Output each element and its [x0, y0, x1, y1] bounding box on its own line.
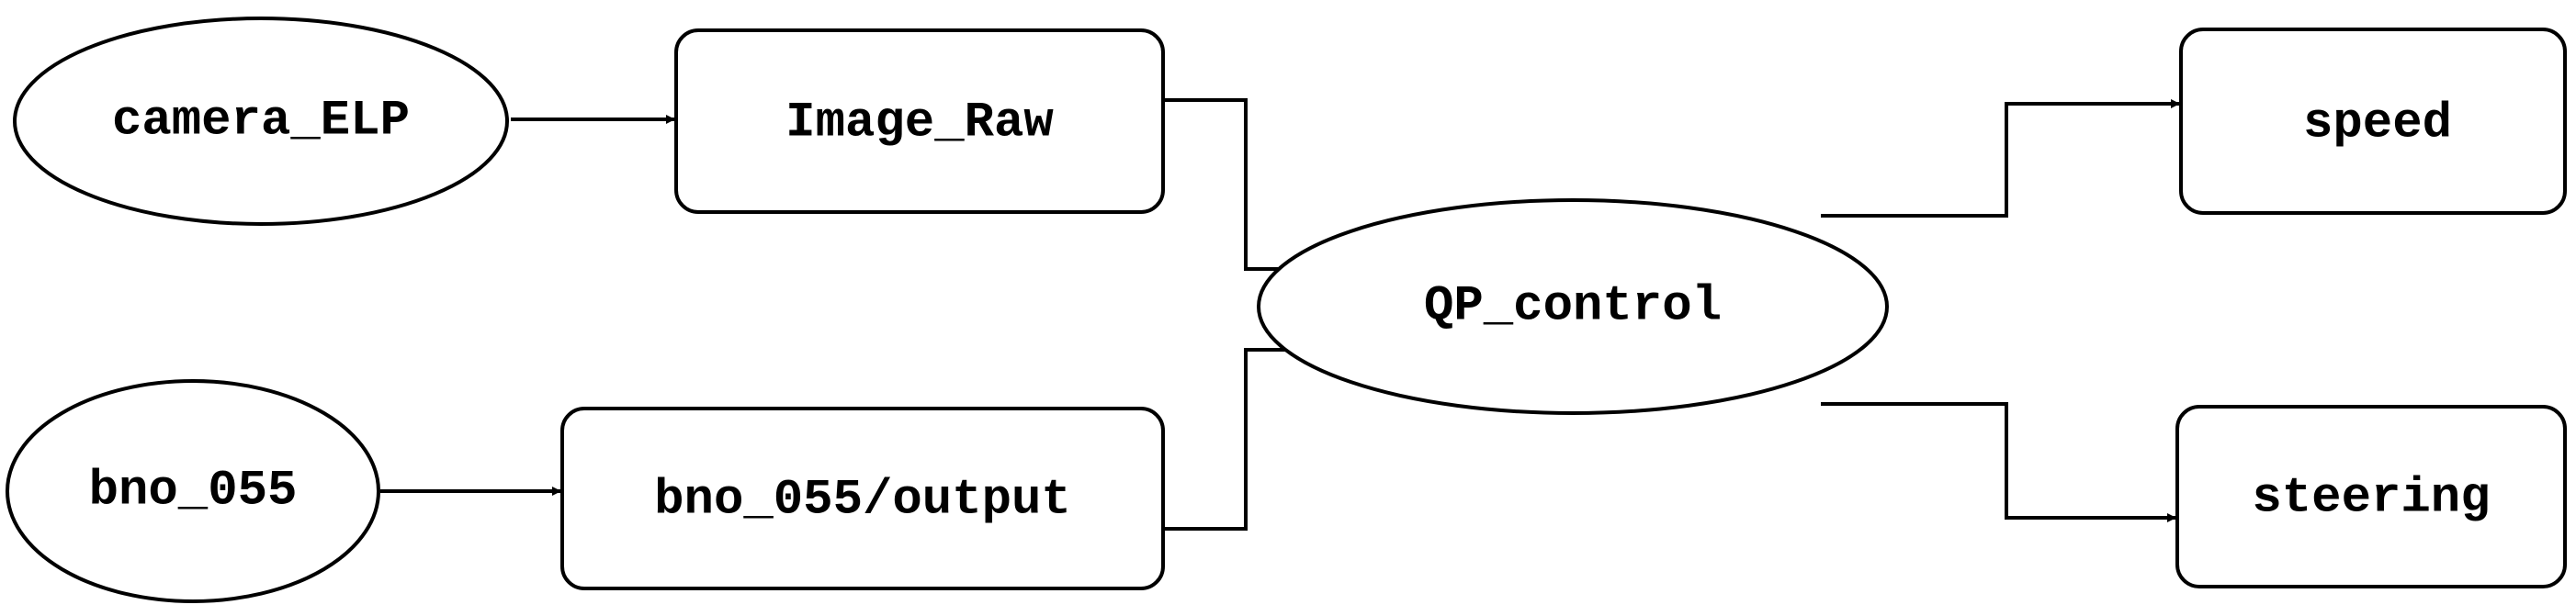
node-label: bno_055/output — [654, 473, 1071, 529]
edge-qp-control-to-speed — [1821, 99, 2180, 218]
node-label: camera_ELP — [112, 94, 410, 150]
node-image-raw: Image_Raw — [674, 28, 1165, 214]
box-shape — [674, 28, 1165, 214]
node-bno-055: bno_055 — [6, 379, 380, 603]
box-shape — [2175, 405, 2567, 588]
ellipse-shape — [1257, 198, 1889, 415]
box-shape — [560, 407, 1165, 590]
node-bno-055-output: bno_055/output — [560, 407, 1165, 590]
node-camera-elp: camera_ELP — [13, 17, 509, 226]
node-label: QP_control — [1424, 279, 1722, 335]
box-shape — [2179, 28, 2567, 215]
node-label: steering — [2252, 471, 2490, 527]
ellipse-shape — [13, 17, 509, 226]
ellipse-shape — [6, 379, 380, 603]
node-label: bno_055 — [89, 464, 298, 520]
node-steering: steering — [2175, 405, 2567, 588]
node-label: speed — [2303, 96, 2452, 152]
edge-qp-control-to-steering — [1821, 402, 2176, 522]
node-speed: speed — [2179, 28, 2567, 215]
node-label: Image_Raw — [785, 95, 1054, 151]
node-qp-control: QP_control — [1257, 198, 1889, 415]
